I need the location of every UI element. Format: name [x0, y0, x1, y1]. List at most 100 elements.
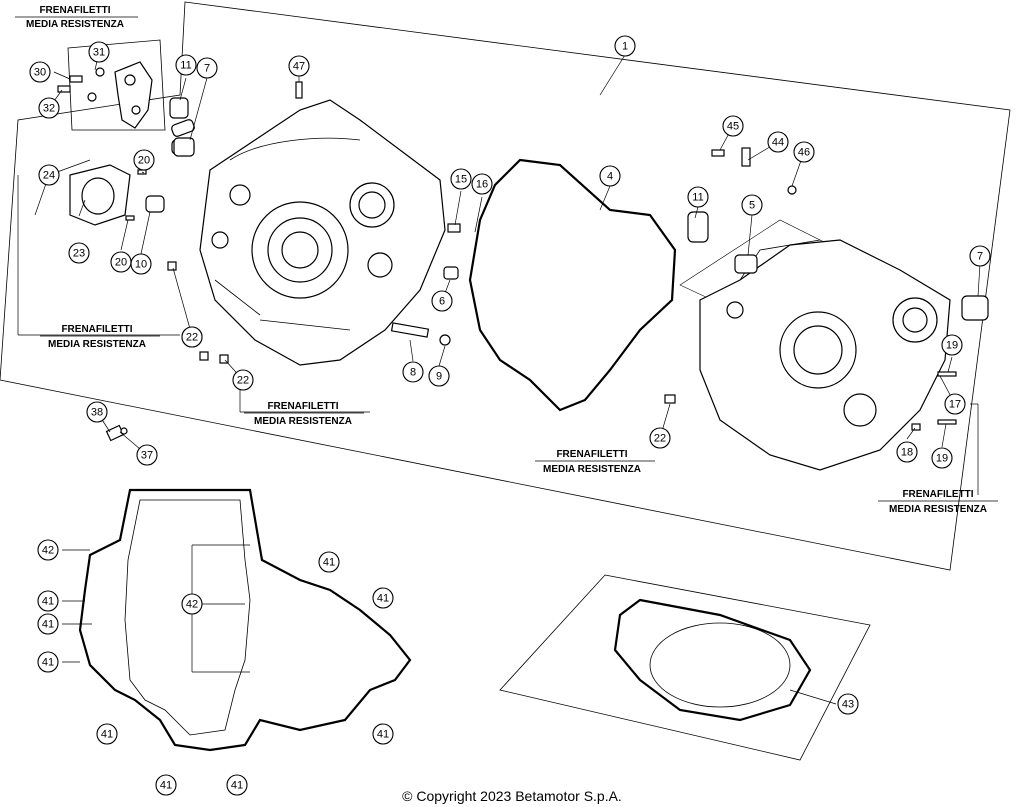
callout-label: 41	[231, 780, 243, 792]
callout-41: 41	[372, 587, 394, 609]
callout-label: 32	[43, 103, 55, 115]
callout-1: 1	[614, 35, 636, 57]
callout-circle	[37, 651, 59, 673]
callout-6: 6	[431, 290, 453, 312]
callout-42: 42	[181, 593, 203, 615]
callout-label: 41	[323, 557, 335, 569]
callout-41: 41	[37, 590, 59, 612]
callout-circle	[837, 693, 859, 715]
callout-circle	[96, 723, 118, 745]
callout-44: 44	[767, 131, 789, 153]
callout-circle	[431, 290, 453, 312]
threadlock-note-2: FRENAFILETTI MEDIA RESISTENZA	[40, 324, 160, 350]
right-crankcase	[699, 239, 951, 471]
callout-circle	[196, 57, 218, 79]
callout-22: 22	[649, 427, 671, 449]
callout-label: 6	[439, 296, 445, 308]
callout-label: 4	[607, 171, 613, 183]
threadlock-note-1: FRENAFILETTI MEDIA RESISTENZA	[15, 5, 138, 30]
callout-label: 31	[93, 47, 105, 59]
callout-18: 18	[896, 441, 918, 463]
callout-circle	[68, 242, 90, 264]
callout-label: 8	[410, 367, 416, 379]
callout-37: 37	[136, 444, 158, 466]
callout-7: 7	[969, 245, 991, 267]
note-1-line1: FRENAFILETTI	[39, 5, 110, 16]
callout-label: 18	[901, 447, 913, 459]
callout-47: 47	[288, 55, 310, 77]
callout-16: 16	[471, 173, 493, 195]
callout-circle	[37, 590, 59, 612]
callout-circle	[29, 61, 51, 83]
callout-20: 20	[133, 149, 155, 171]
callout-label: 19	[946, 340, 958, 352]
callout-circle	[318, 551, 340, 573]
threadlock-note-3: FRENAFILETTI MEDIA RESISTENZA	[244, 401, 364, 427]
callout-circle	[767, 131, 789, 153]
callout-label: 23	[73, 248, 85, 260]
note-5-line2: MEDIA RESISTENZA	[889, 504, 987, 515]
callout-circle	[741, 194, 763, 216]
callout-19: 19	[941, 334, 963, 356]
note-3-line2: MEDIA RESISTENZA	[254, 416, 352, 427]
callout-circle	[402, 361, 424, 383]
callout-circle	[793, 141, 815, 163]
callout-label: 11	[180, 60, 191, 72]
callout-label: 22	[186, 332, 198, 344]
threadlock-note-5: FRENAFILETTI MEDIA RESISTENZA	[878, 489, 998, 515]
callout-label: 11	[692, 192, 703, 204]
callout-circle	[37, 539, 59, 561]
callout-circle	[471, 173, 493, 195]
callout-label: 9	[436, 371, 442, 383]
note-2-line2: MEDIA RESISTENZA	[48, 339, 146, 350]
callout-label: 41	[377, 729, 389, 741]
callout-41: 41	[155, 774, 177, 796]
callout-30: 30	[29, 61, 51, 83]
callout-32: 32	[38, 97, 60, 119]
note-3-line1: FRENAFILETTI	[267, 401, 338, 412]
callout-label: 43	[842, 699, 854, 711]
callout-label: 19	[936, 453, 948, 465]
callout-label: 22	[237, 375, 249, 387]
callout-circle	[38, 164, 60, 186]
callout-label: 47	[293, 61, 305, 73]
callout-label: 45	[727, 121, 739, 133]
callout-circle	[175, 54, 197, 76]
callout-circle	[110, 251, 132, 273]
callout-19: 19	[931, 447, 953, 469]
gasket-43	[613, 598, 812, 722]
callout-label: 20	[115, 257, 127, 269]
callout-label: 44	[772, 137, 784, 149]
note-2-line1: FRENAFILETTI	[61, 324, 132, 335]
callout-31: 31	[88, 41, 110, 63]
callout-label: 41	[42, 657, 54, 669]
callout-circle	[372, 723, 394, 745]
callout-label: 7	[204, 63, 210, 75]
small-parts	[105, 81, 989, 442]
callout-22: 22	[232, 369, 254, 391]
callout-4: 4	[599, 165, 621, 187]
callout-circle	[941, 334, 963, 356]
threadlock-note-4: FRENAFILETTI MEDIA RESISTENZA	[535, 449, 655, 475]
callout-22: 22	[181, 326, 203, 348]
callout-23: 23	[68, 242, 90, 264]
callout-46: 46	[793, 141, 815, 163]
note-1-line2: MEDIA RESISTENZA	[26, 19, 124, 30]
assembly-frame	[0, 1, 1011, 571]
callout-label: 20	[138, 155, 150, 167]
gasket-sheet	[499, 574, 871, 761]
callout-circle	[155, 774, 177, 796]
callout-label: 1	[622, 41, 628, 53]
sensor-bracket	[57, 61, 153, 129]
callout-15: 15	[450, 168, 472, 190]
callout-41: 41	[318, 551, 340, 573]
callout-label: 30	[34, 67, 46, 79]
callout-circle	[38, 97, 60, 119]
callout-label: 42	[42, 545, 54, 557]
callouts: 1456778910111115161718191920202222222223…	[29, 35, 991, 796]
callout-11: 11	[175, 54, 197, 76]
callout-label: 24	[43, 170, 55, 182]
callout-circle	[450, 168, 472, 190]
callout-circle	[232, 369, 254, 391]
callout-41: 41	[226, 774, 248, 796]
